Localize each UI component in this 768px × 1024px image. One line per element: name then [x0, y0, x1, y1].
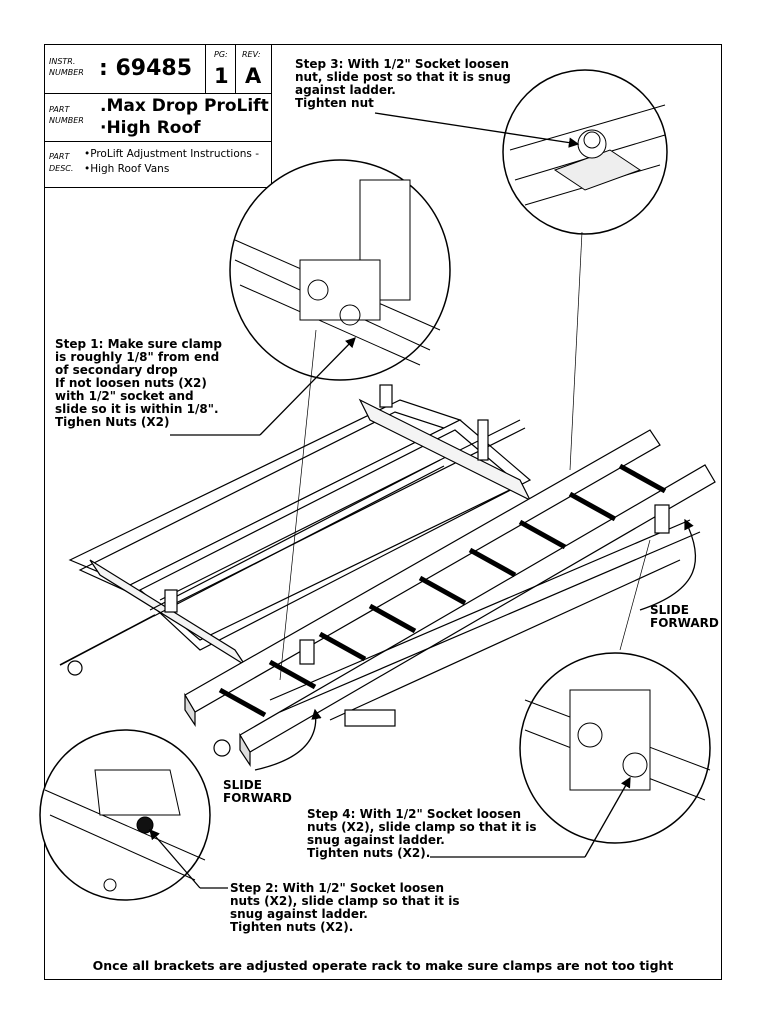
part-description-cell: PART DESC. •ProLift Adjustment Instructi…	[44, 142, 272, 188]
part-number-line2: ·High Roof	[100, 118, 201, 138]
instr-label: INSTR.	[49, 57, 76, 66]
part-label: PART	[49, 105, 70, 114]
detail-view-step4	[519, 652, 711, 844]
instr-label-2: NUMBER	[49, 68, 84, 77]
step-4-instruction: Step 4: With 1/2" Socket loosen nuts (X2…	[307, 807, 537, 860]
instr-number-cell: INSTR. NUMBER : 69485	[44, 44, 206, 94]
part-number-line1: .Max Drop ProLift	[100, 96, 269, 116]
desc-label: PART	[49, 152, 70, 161]
detail-view-step2	[39, 729, 211, 901]
detail-view-step3	[502, 69, 668, 235]
part-label-2: NUMBER	[49, 116, 84, 125]
drawing-frame	[44, 44, 722, 980]
revision-value: A	[245, 64, 262, 88]
page-number: 1	[214, 64, 229, 88]
detail-view-step1	[229, 159, 451, 381]
revision-label: REV:	[242, 50, 261, 59]
footer-note: Once all brackets are adjusted operate r…	[92, 958, 674, 973]
desc-label-2: DESC.	[49, 164, 74, 173]
step-1-instruction: Step 1: Make sure clamp is roughly 1/8" …	[55, 337, 222, 429]
step-3-instruction: Step 3: With 1/2" Socket loosen nut, sli…	[295, 57, 511, 110]
leader-lines	[149, 112, 697, 889]
desc-line1: •ProLift Adjustment Instructions -	[84, 148, 259, 160]
desc-line2: •High Roof Vans	[84, 163, 170, 175]
instr-number: : 69485	[99, 56, 192, 81]
slide-forward-callout-right: SLIDE FORWARD	[650, 603, 719, 630]
part-number-cell: PART NUMBER .Max Drop ProLift ·High Roof	[44, 94, 272, 142]
lower-rail	[164, 384, 701, 757]
page-cell: PG: 1	[206, 44, 236, 94]
slide-forward-callout-left: SLIDE FORWARD	[223, 778, 292, 805]
revision-cell: REV: A	[236, 44, 272, 94]
step-2-instruction: Step 2: With 1/2" Socket loosen nuts (X2…	[230, 881, 460, 934]
page-label: PG:	[214, 50, 228, 59]
